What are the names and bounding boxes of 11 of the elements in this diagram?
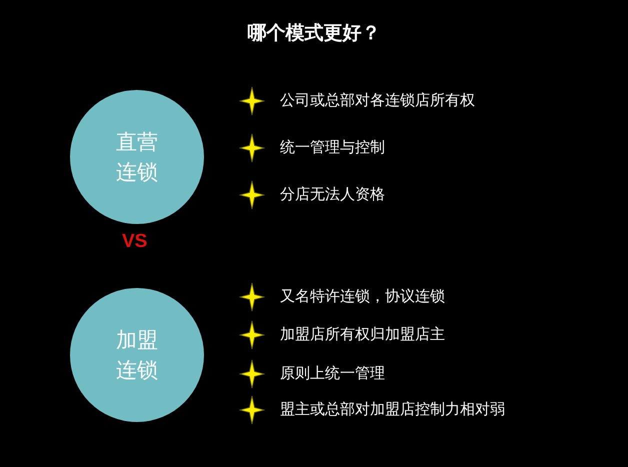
title: 哪个模式更好？ (246, 21, 382, 46)
category-circle: 直营连锁 (70, 90, 204, 224)
bullet-text: 分店无法人资格 (280, 185, 385, 204)
bullet-text: 又名特许连锁，协议连锁 (280, 287, 445, 306)
bullet-text: 盟主或总部对加盟店控制力相对弱 (280, 400, 505, 419)
bullet-text: 公司或总部对各连锁店所有权 (280, 91, 475, 110)
bullet-text: 加盟店所有权归加盟店主 (280, 325, 445, 344)
category-circle: 加盟连锁 (70, 288, 204, 422)
bullet-text: 统一管理与控制 (280, 138, 385, 157)
bullet-text: 原则上统一管理 (280, 364, 385, 383)
vs-label: VS (122, 231, 148, 253)
